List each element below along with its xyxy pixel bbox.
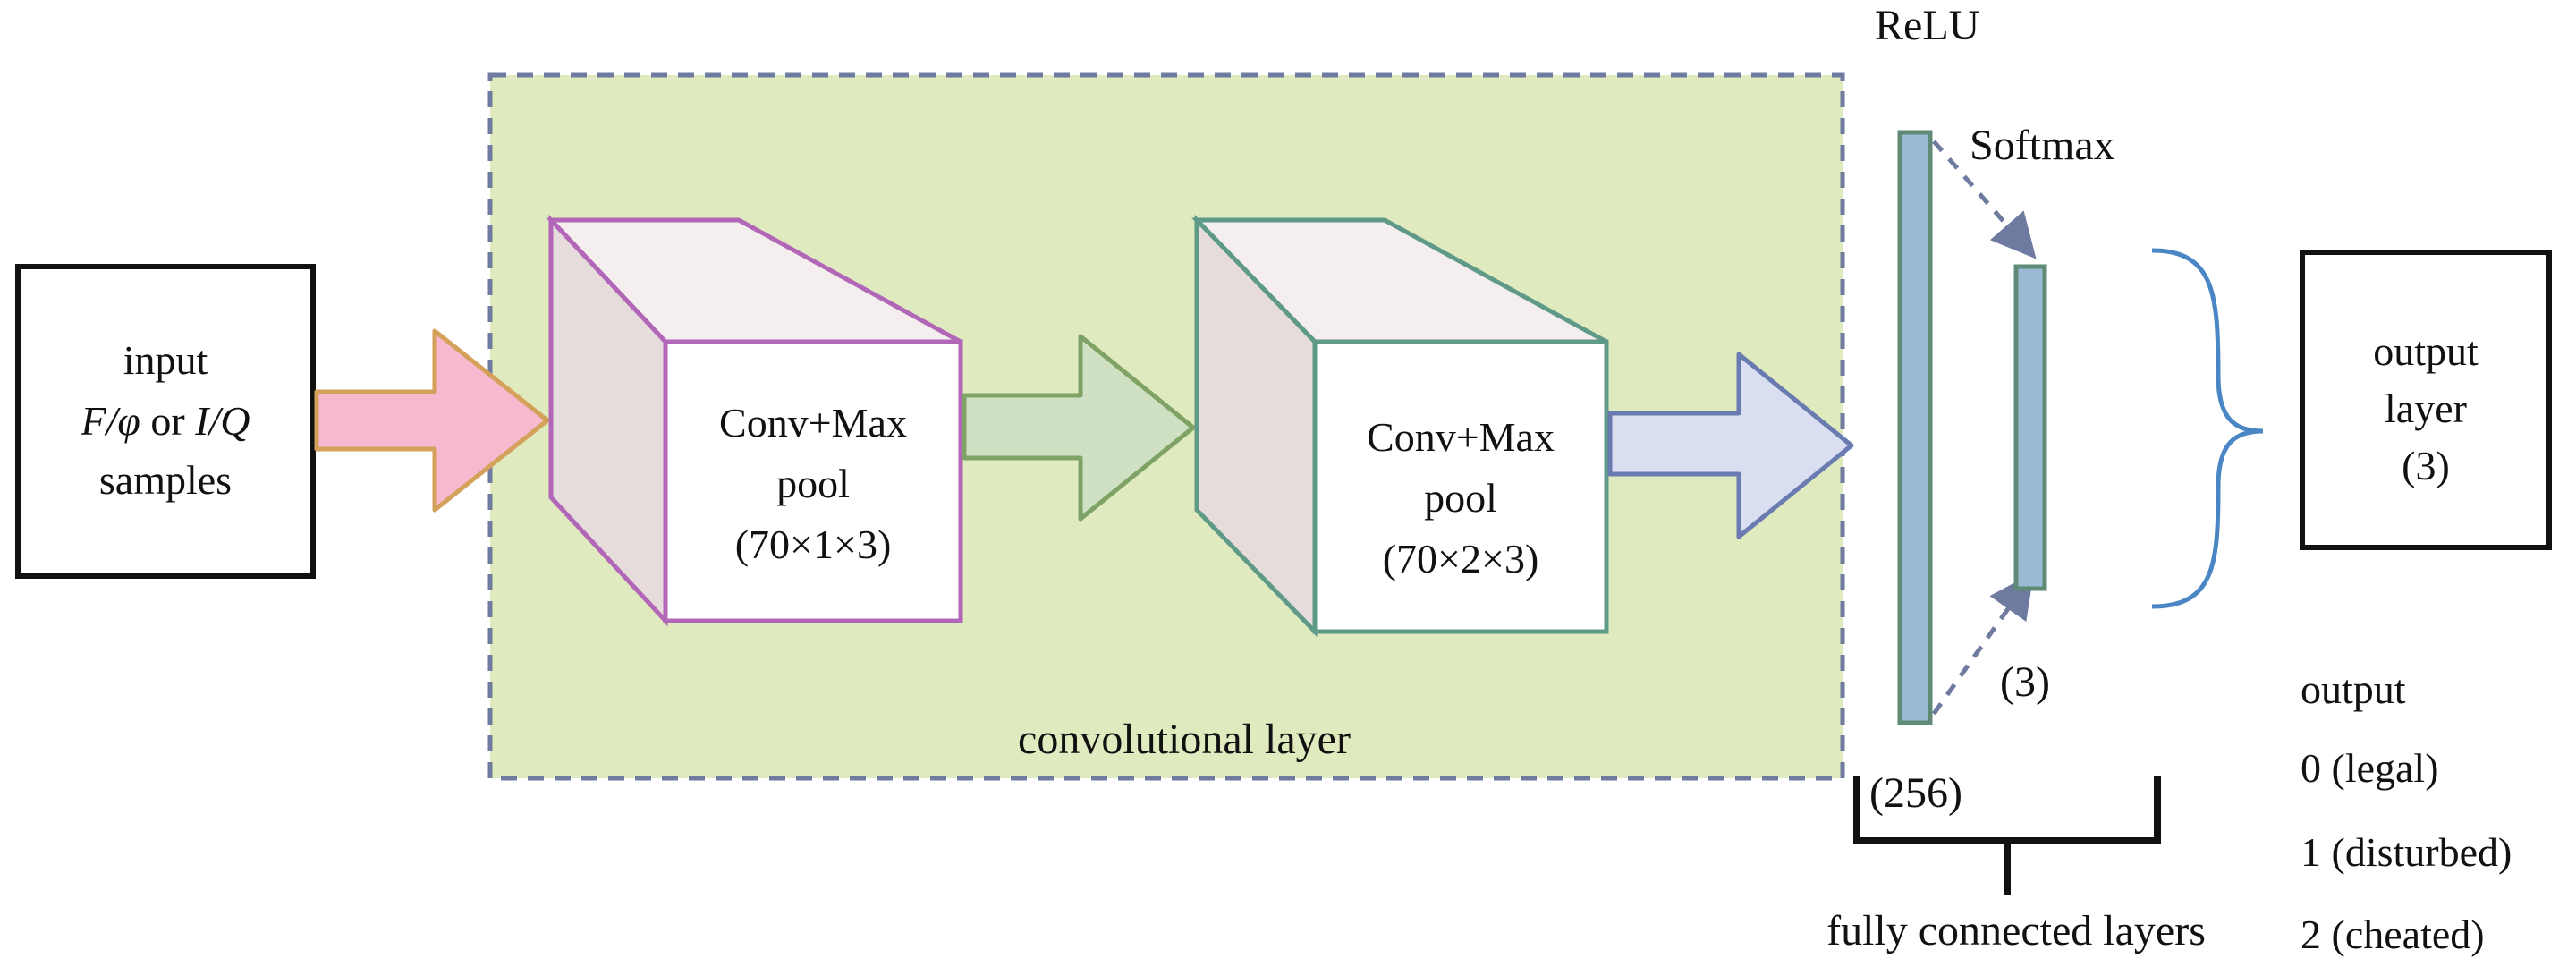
conv-block-1-line3: (70×1×3) bbox=[735, 522, 892, 567]
fc-layer-1-size: (256) bbox=[1869, 769, 1962, 817]
softmax-label: Softmax bbox=[1970, 122, 2115, 169]
output-block bbox=[2300, 250, 2552, 550]
output-block-line1: output bbox=[2373, 328, 2479, 374]
input-block-line2: F/φ or I/Q bbox=[80, 398, 250, 444]
conv-block-2-line1: Conv+Max bbox=[1367, 414, 1555, 460]
output-block-line3: (3) bbox=[2402, 443, 2450, 488]
fully-connected-layers-label: fully connected layers bbox=[1826, 907, 2206, 954]
input-block-line1: input bbox=[123, 337, 208, 383]
output-legend-item-1: 1 (disturbed) bbox=[2301, 829, 2512, 875]
conv-block-1-line2: pool bbox=[776, 461, 850, 506]
output-legend: output 0 (legal) 1 (disturbed) 2 (cheate… bbox=[2301, 666, 2512, 957]
fc-layer-2-bar bbox=[2013, 264, 2047, 591]
output-brace bbox=[2151, 248, 2264, 609]
convolutional-layer-label: convolutional layer bbox=[1018, 716, 1351, 763]
fc-group-bracket bbox=[1853, 776, 2161, 895]
conv-block-2-front bbox=[1312, 339, 1609, 634]
conv-arrow-1 bbox=[962, 334, 1196, 522]
fc-connector-bottom bbox=[1931, 572, 2034, 716]
output-legend-item-0: 0 (legal) bbox=[2301, 745, 2439, 791]
input-block-line3: samples bbox=[99, 457, 232, 503]
conv-block-2-line3: (70×2×3) bbox=[1383, 536, 1539, 581]
relu-label: ReLU bbox=[1875, 2, 1979, 49]
fc-connector-top bbox=[1932, 140, 2037, 259]
conv-block-1: Conv+Max pool (70×1×3) bbox=[546, 214, 963, 627]
fc-layer-2-size: (3) bbox=[2000, 658, 2050, 706]
conv-arrow-2 bbox=[1607, 352, 1854, 539]
conv-block-2: Conv+Max pool (70×2×3) bbox=[1191, 214, 1609, 638]
fc-layer-1-bar bbox=[1897, 130, 1933, 725]
output-block-line2: layer bbox=[2385, 386, 2467, 431]
conv-block-1-front bbox=[663, 339, 963, 623]
input-block bbox=[15, 264, 316, 579]
output-legend-item-2: 2 (cheated) bbox=[2301, 912, 2485, 957]
conv-block-2-line2: pool bbox=[1424, 475, 1497, 521]
conv-block-1-line1: Conv+Max bbox=[719, 400, 907, 445]
output-legend-title: output bbox=[2301, 666, 2406, 712]
input-arrow bbox=[314, 328, 550, 513]
